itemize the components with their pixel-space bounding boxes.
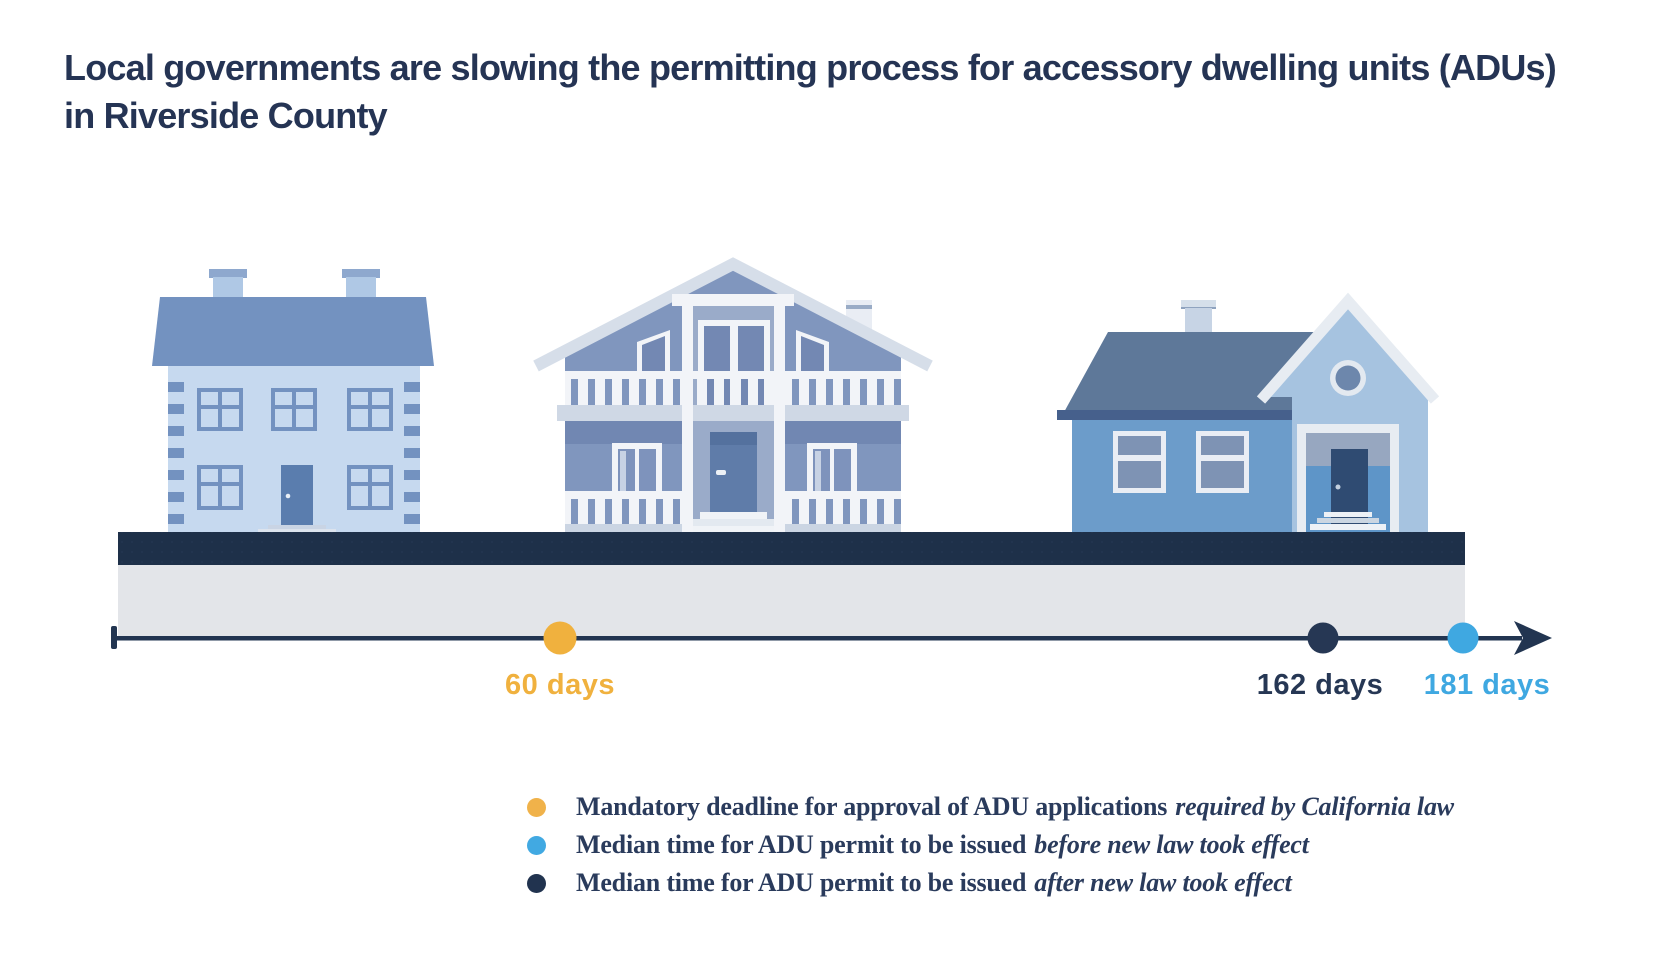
yellow-dot-icon — [527, 797, 546, 817]
house-3-icon — [1057, 292, 1440, 532]
marker-dot-181-days — [1447, 622, 1479, 654]
marker-dot-60-days — [543, 621, 577, 655]
blue-dot-icon — [527, 835, 546, 855]
street-platform — [118, 532, 1465, 638]
legend-item-deadline: Mandatory deadline for approval of ADU a… — [527, 788, 1454, 826]
marker-label-60-days: 60 days — [505, 669, 615, 701]
house-2-icon — [533, 257, 933, 532]
page-title: Local governments are slowing the permit… — [64, 47, 1557, 136]
timeline-axis — [111, 621, 1552, 655]
legend-item-label: Mandatory deadline for approval of ADU a… — [576, 792, 1454, 821]
axis-arrow-icon — [1514, 621, 1552, 655]
marker-label-181-days: 181 days — [1423, 669, 1551, 701]
legend: Mandatory deadline for approval of ADU a… — [527, 788, 1454, 902]
navy-dot-icon — [527, 873, 546, 893]
marker-dot-162-days — [1307, 622, 1339, 654]
house-1-icon — [152, 269, 434, 533]
marker-label-162-days: 162 days — [1256, 669, 1384, 701]
